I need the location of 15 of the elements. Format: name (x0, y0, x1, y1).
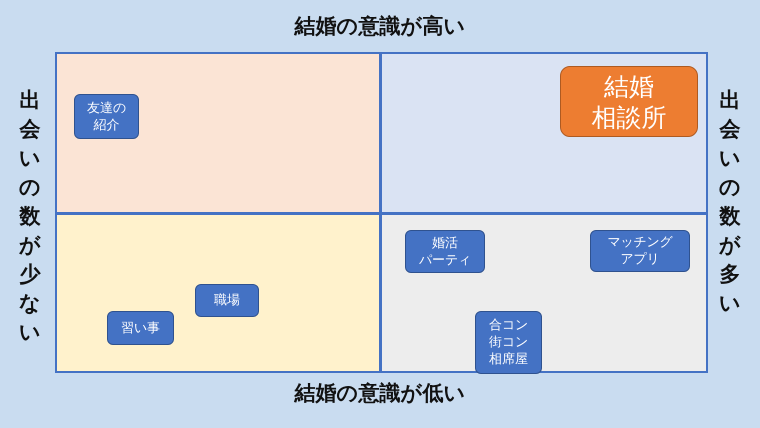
quadrant-panel (55, 213, 381, 373)
quadrant-panel (380, 52, 708, 214)
item-box: 職場 (195, 284, 259, 317)
axis-label-vertical: 出会いの数が多い (718, 87, 742, 317)
quadrant-panel (380, 213, 708, 373)
item-box: 友達の紹介 (74, 94, 139, 139)
item-box: 婚活パーティ (405, 230, 485, 273)
item-box: 合コン街コン相席屋 (475, 311, 542, 374)
axis-label: 結婚の意識が高い (293, 13, 466, 40)
item-box: マッチングアプリ (590, 230, 690, 272)
item-box: 習い事 (107, 311, 174, 345)
axis-label: 結婚の意識が低い (293, 380, 466, 407)
quadrant-panel (55, 52, 381, 214)
axis-label-vertical: 出会いの数が少ない (18, 87, 42, 346)
highlight-box: 結婚相談所 (560, 66, 698, 137)
